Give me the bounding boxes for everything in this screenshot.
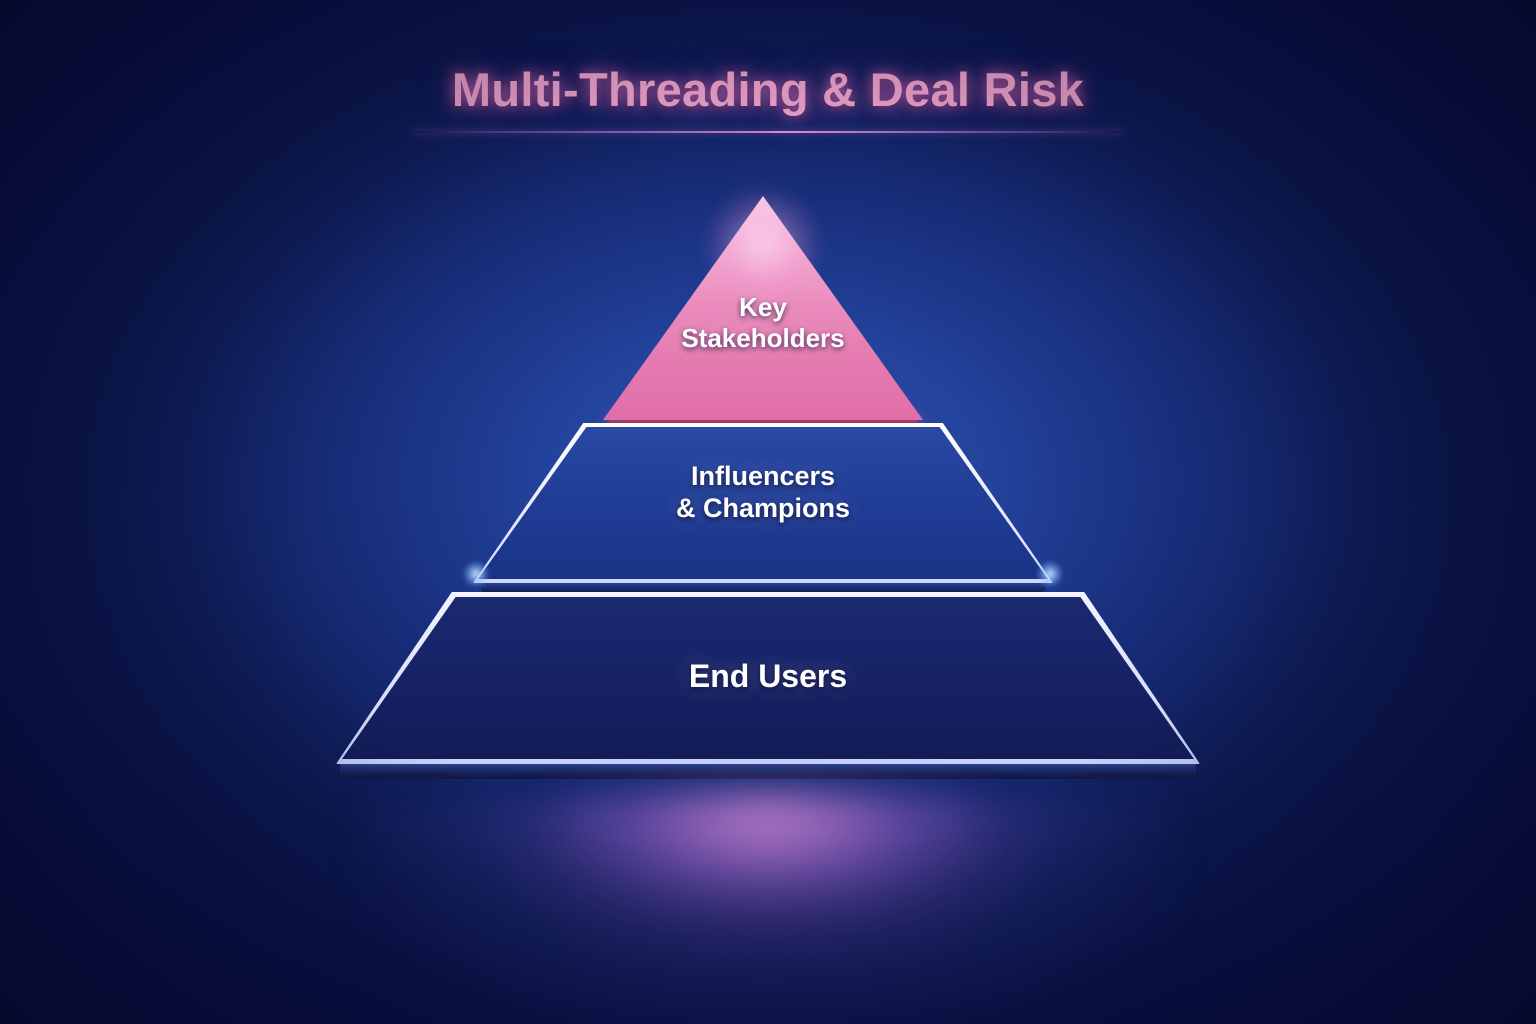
pyramid-tier-end-users[interactable]: End Users xyxy=(336,592,1200,779)
tier-base-plate xyxy=(340,762,1196,779)
tier-body xyxy=(603,196,923,420)
pyramid-tier-influencers-champions[interactable]: Influencers & Champions xyxy=(463,423,1063,592)
pyramid-tier-key-stakeholders[interactable]: Key Stakeholders xyxy=(601,186,925,432)
tier-body xyxy=(473,423,1053,583)
corner-glow-left xyxy=(463,561,489,587)
corner-glow-right xyxy=(1037,561,1063,587)
tier-body xyxy=(336,592,1200,764)
